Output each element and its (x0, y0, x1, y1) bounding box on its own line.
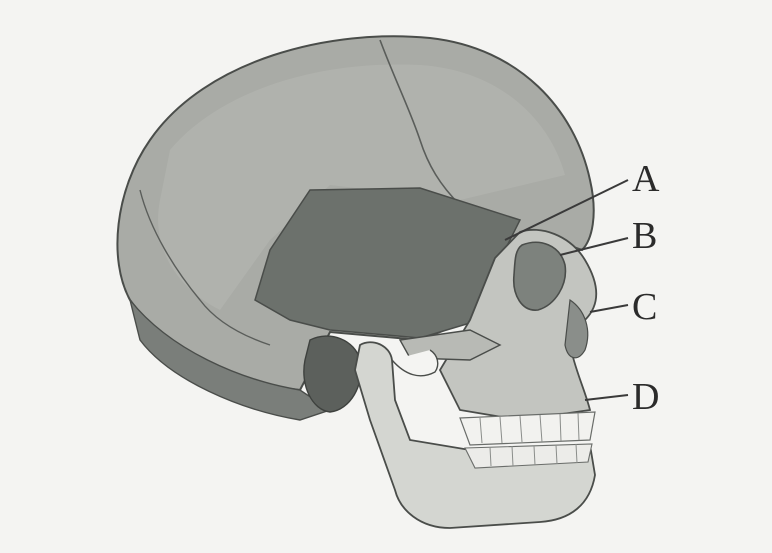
callout-label-c: C (632, 288, 657, 326)
callout-label-d: D (632, 378, 659, 416)
mastoid-process (304, 336, 361, 412)
callout-label-b: B (632, 217, 657, 255)
leader-line-c (590, 305, 628, 312)
callout-label-a: A (632, 160, 659, 198)
upper-teeth (460, 412, 595, 445)
leader-line-d (585, 395, 628, 400)
